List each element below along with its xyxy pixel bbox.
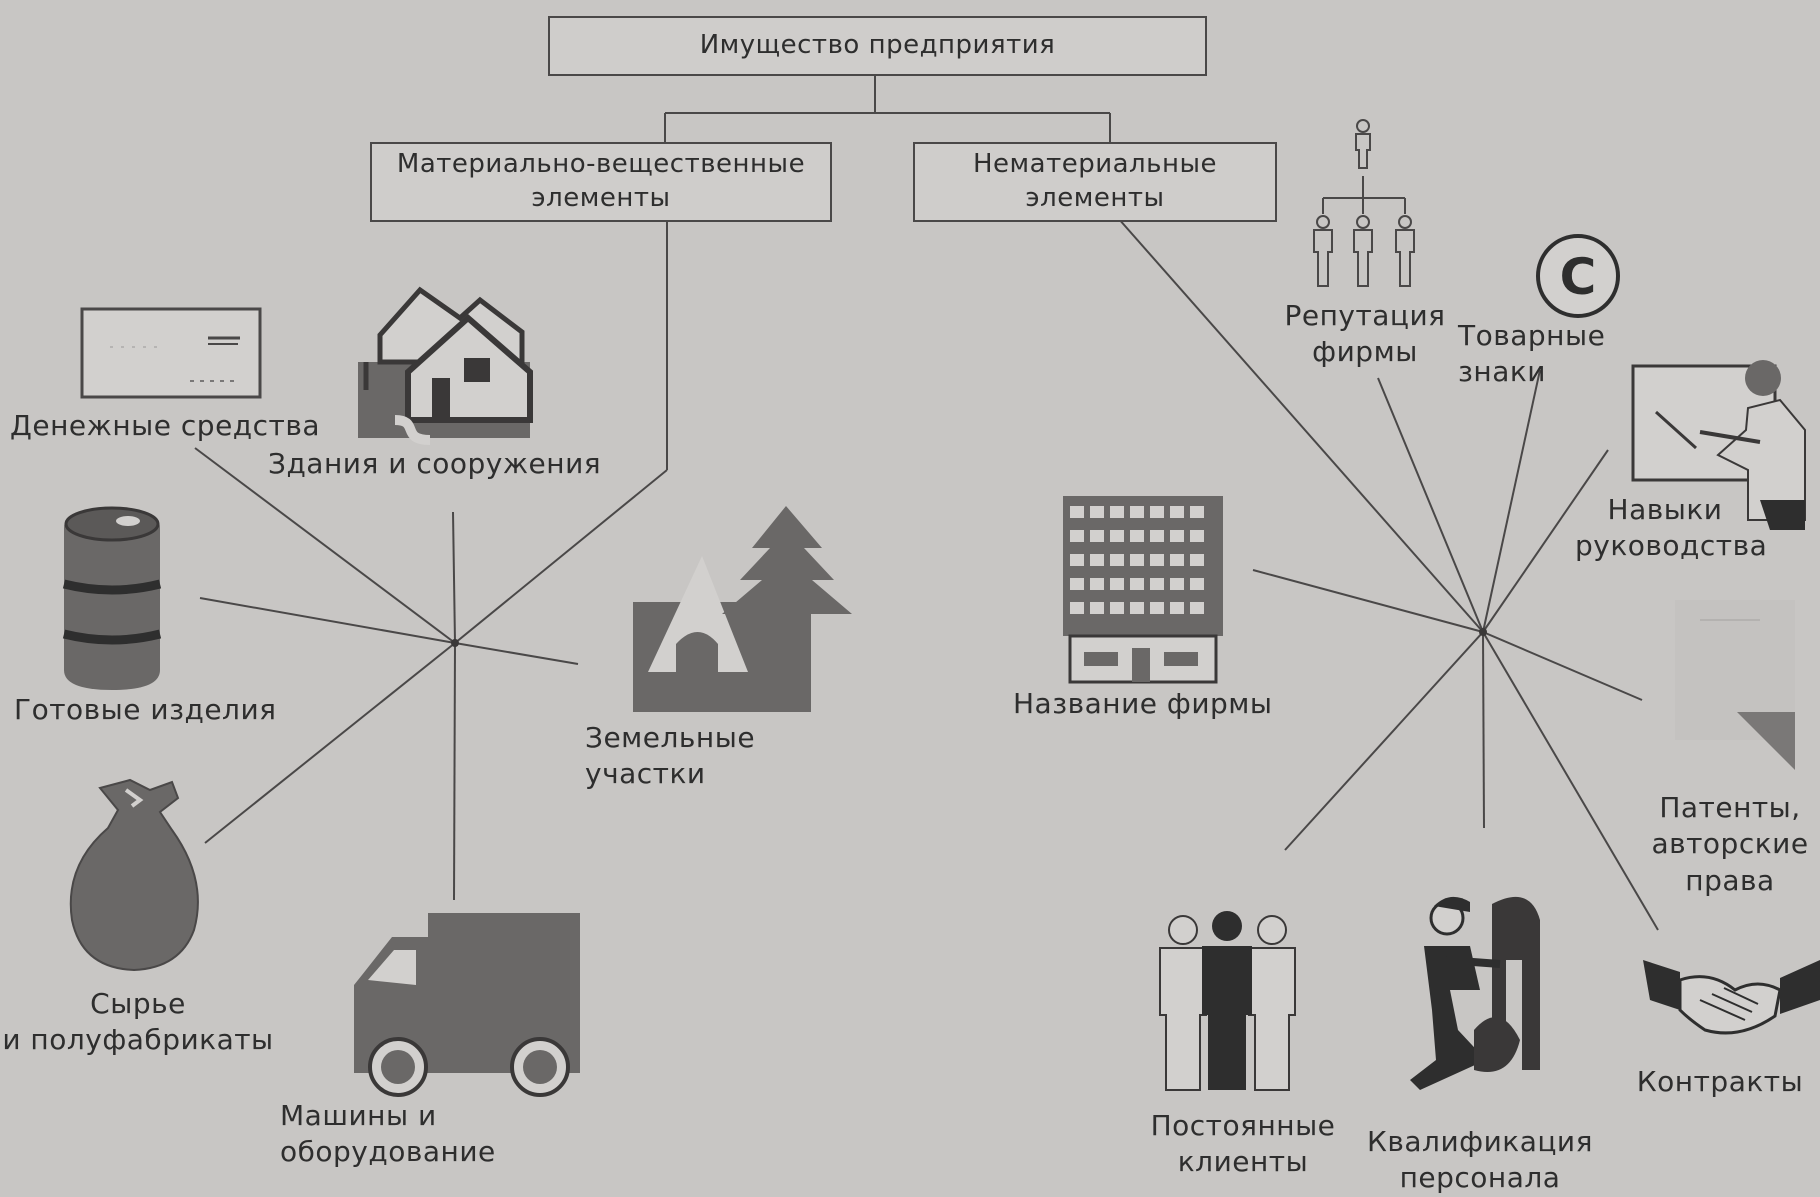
label-reputation: Репутация фирмы (1284, 299, 1446, 369)
label-trademarks: Товарные знаки (1458, 319, 1606, 389)
handshake-icon (1643, 960, 1820, 1035)
label-finished-goods: Готовые изделия (14, 693, 277, 726)
label-land: Земельные участки (585, 721, 756, 791)
land-icon (633, 506, 852, 712)
label-raw-materials: Сырье и полуфабрикаты (2, 987, 274, 1057)
barrel-icon (62, 506, 162, 690)
label-company-name: Название фирмы (1013, 687, 1273, 720)
label-contracts: Контракты (1636, 1065, 1804, 1098)
office-building-icon (1063, 496, 1223, 684)
tangible-star-center (451, 639, 459, 647)
label-regular-clients: Постоянные клиенты (1150, 1109, 1336, 1179)
truck-icon (354, 913, 580, 1097)
label-machinery: Машины и оборудование (280, 1099, 496, 1169)
banknote-icon (80, 307, 262, 399)
houses-icon (358, 286, 533, 445)
label-leadership: Навыки руководства (1575, 493, 1768, 563)
root-box: Имущество предприятия (548, 16, 1207, 76)
clients-icon (1159, 911, 1296, 1091)
tangible-branch-box: Материально-вещественные элементы (370, 142, 832, 222)
label-staff-qualification: Квалификация персонала (1367, 1125, 1593, 1195)
intangible-star-center (1479, 628, 1487, 636)
label-buildings: Здания и сооружения (268, 447, 602, 480)
copyright-icon: C (1536, 234, 1620, 318)
sack-icon (69, 778, 199, 972)
intangible-star-lines (1252, 369, 1659, 931)
presenter-icon (1631, 360, 1806, 530)
copyright-letter: C (1560, 248, 1597, 306)
worker-icon (1410, 896, 1540, 1090)
intangible-branch-box: Нематериальные элементы (913, 142, 1277, 222)
tree-connectors (454, 72, 1484, 644)
document-icon (1675, 600, 1795, 770)
label-patents: Патенты, авторские права (1651, 791, 1809, 897)
label-cash: Денежные средства (10, 409, 321, 442)
org-chart-icon (1313, 119, 1415, 287)
tangible-star-lines (194, 447, 579, 901)
